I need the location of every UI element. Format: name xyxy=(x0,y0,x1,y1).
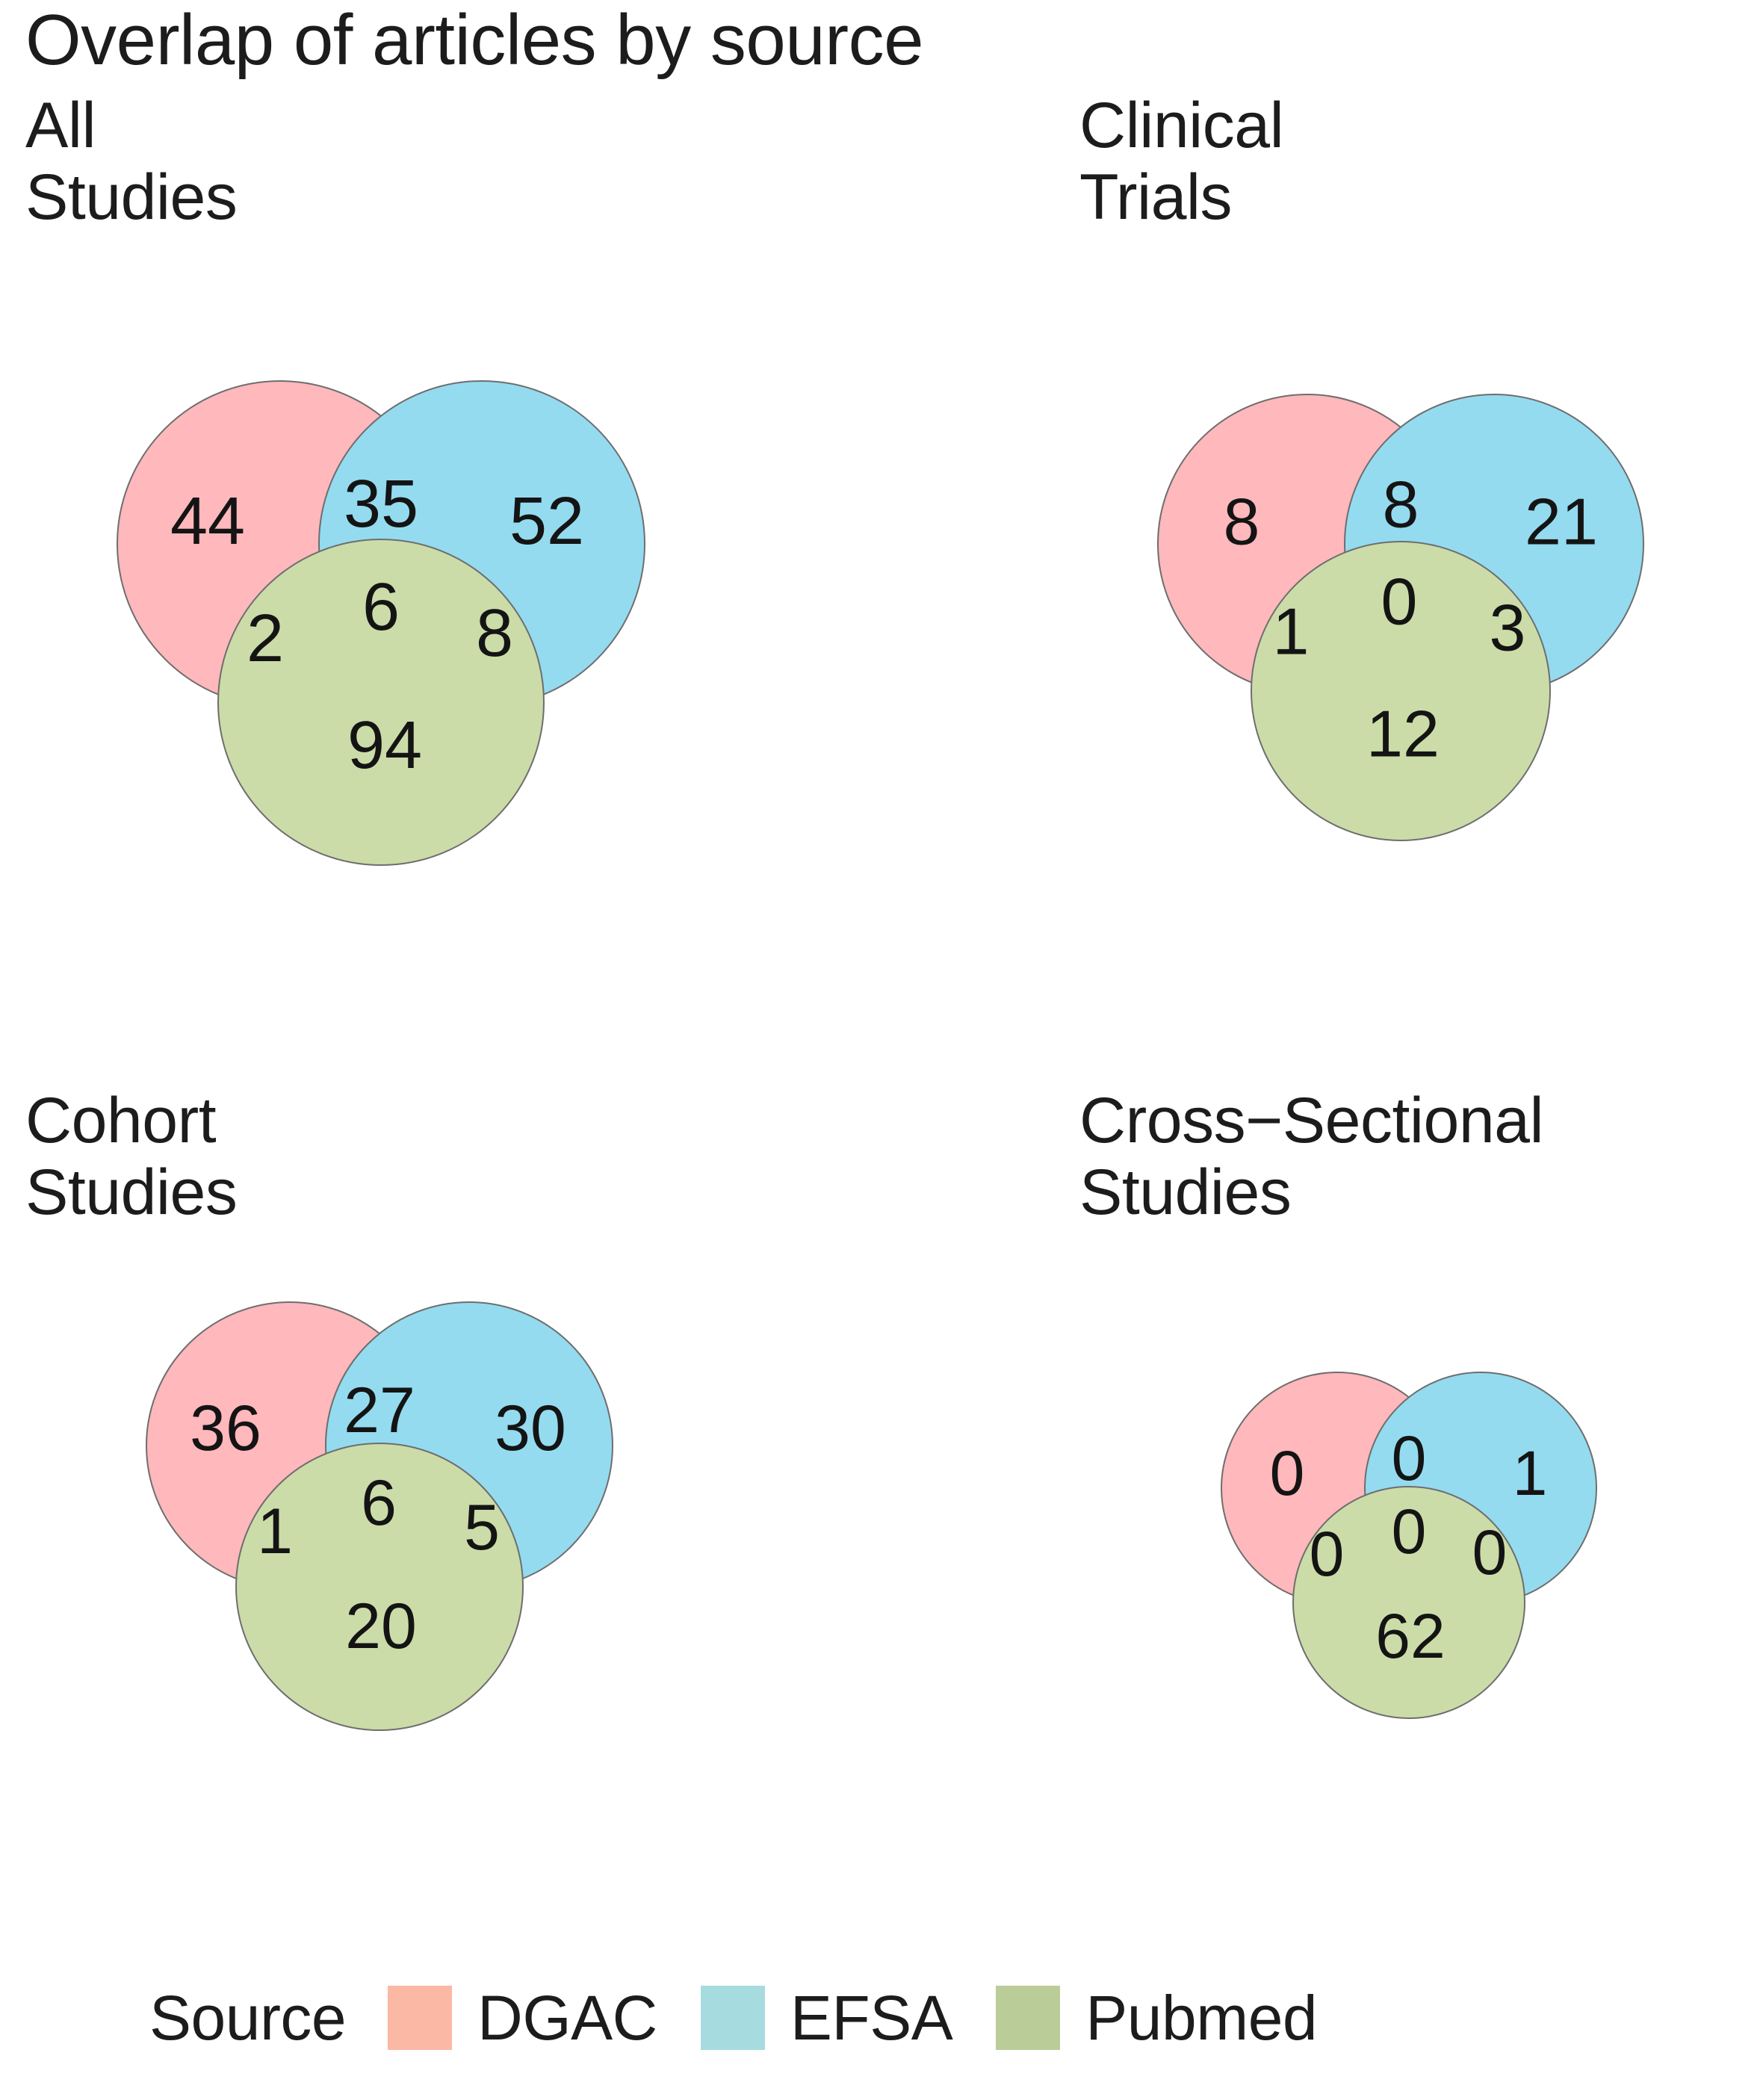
venn-count-efsa-pubmed: 0 xyxy=(1472,1517,1508,1588)
legend-swatch-dgac-icon xyxy=(388,1986,453,2050)
figure-title: Overlap of articles by source xyxy=(25,0,924,80)
legend-item-dgac[interactable]: DGAC xyxy=(388,1982,657,2054)
venn-count-efsa-only: 21 xyxy=(1525,485,1598,559)
venn-diagram-cross-sectional-studies: 0 0 1 0 0 0 62 xyxy=(1188,1337,1763,1860)
venn-count-pubmed-only: 62 xyxy=(1375,1601,1445,1671)
venn-count-dgac-pubmed: 1 xyxy=(257,1496,293,1567)
venn-count-efsa-pubmed: 3 xyxy=(1490,591,1526,665)
venn-count-efsa-only: 30 xyxy=(495,1393,566,1464)
panel-title-line1: Cross−Sectional xyxy=(1079,1085,1544,1156)
legend-title: Source xyxy=(149,1982,347,2053)
panel-title-line1: Cohort Studies xyxy=(25,1085,238,1229)
venn-count-efsa-pubmed: 8 xyxy=(476,596,513,671)
venn-diagram-clinical-trials: 8 8 21 1 0 3 12 xyxy=(1091,351,1763,904)
panel-title-line2: Studies xyxy=(1079,1156,1292,1229)
legend-item-efsa[interactable]: EFSA xyxy=(700,1982,953,2054)
venn-count-triple: 6 xyxy=(362,570,400,645)
venn-count-dgac-only: 0 xyxy=(1270,1438,1305,1508)
venn-circle-pubmed xyxy=(217,539,545,866)
panel-title-line1: Clinical Trials xyxy=(1079,90,1284,234)
venn-count-dgac-efsa: 27 xyxy=(344,1375,415,1446)
venn-count-dgac-pubmed: 2 xyxy=(247,601,284,676)
venn-count-efsa-only: 52 xyxy=(509,484,584,559)
venn-count-dgac-only: 8 xyxy=(1224,485,1260,559)
panel-title-line1: All Studies xyxy=(25,90,238,234)
venn-circle-pubmed xyxy=(1292,1486,1525,1719)
venn-count-dgac-only: 44 xyxy=(170,484,245,559)
venn-diagram-all-studies: 44 35 52 2 6 8 94 xyxy=(60,351,732,904)
venn-count-triple: 6 xyxy=(361,1467,397,1539)
legend-item-pubmed[interactable]: Pubmed xyxy=(996,1982,1318,2054)
panel-title-clinical-trials: Clinical Trials xyxy=(1079,90,1284,234)
venn-count-dgac-efsa: 8 xyxy=(1383,468,1419,542)
venn-count-dgac-pubmed: 1 xyxy=(1273,595,1310,669)
legend: Source DGAC EFSA Pubmed xyxy=(149,1969,1643,2066)
venn-count-pubmed-only: 12 xyxy=(1366,697,1440,771)
venn-diagram-cohort-studies: 36 27 30 1 6 5 20 xyxy=(82,1285,755,1838)
venn-count-dgac-only: 36 xyxy=(190,1393,261,1464)
venn-circle-pubmed xyxy=(235,1443,524,1731)
venn-count-efsa-pubmed: 5 xyxy=(464,1492,500,1564)
legend-swatch-efsa-icon xyxy=(700,1986,765,2050)
legend-label-pubmed: Pubmed xyxy=(1085,1982,1318,2053)
venn-circle-pubmed xyxy=(1251,541,1551,841)
venn-count-pubmed-only: 20 xyxy=(345,1591,417,1662)
panel-title-cohort-studies: Cohort Studies xyxy=(25,1085,238,1229)
legend-swatch-pubmed-icon xyxy=(996,1986,1061,2050)
venn-count-dgac-efsa: 35 xyxy=(344,467,418,542)
legend-label-efsa: EFSA xyxy=(790,1982,953,2053)
venn-count-pubmed-only: 94 xyxy=(347,708,422,783)
venn-count-triple: 0 xyxy=(1392,1496,1427,1567)
venn-count-efsa-only: 1 xyxy=(1513,1438,1548,1508)
venn-count-dgac-pubmed: 0 xyxy=(1310,1519,1345,1589)
venn-count-triple: 0 xyxy=(1381,565,1418,639)
panel-title-cross-sectional-studies: Cross−Sectional Studies xyxy=(1079,1085,1544,1229)
panel-title-all-studies: All Studies xyxy=(25,90,238,234)
legend-label-dgac: DGAC xyxy=(477,1982,657,2053)
venn-count-dgac-efsa: 0 xyxy=(1392,1423,1427,1493)
